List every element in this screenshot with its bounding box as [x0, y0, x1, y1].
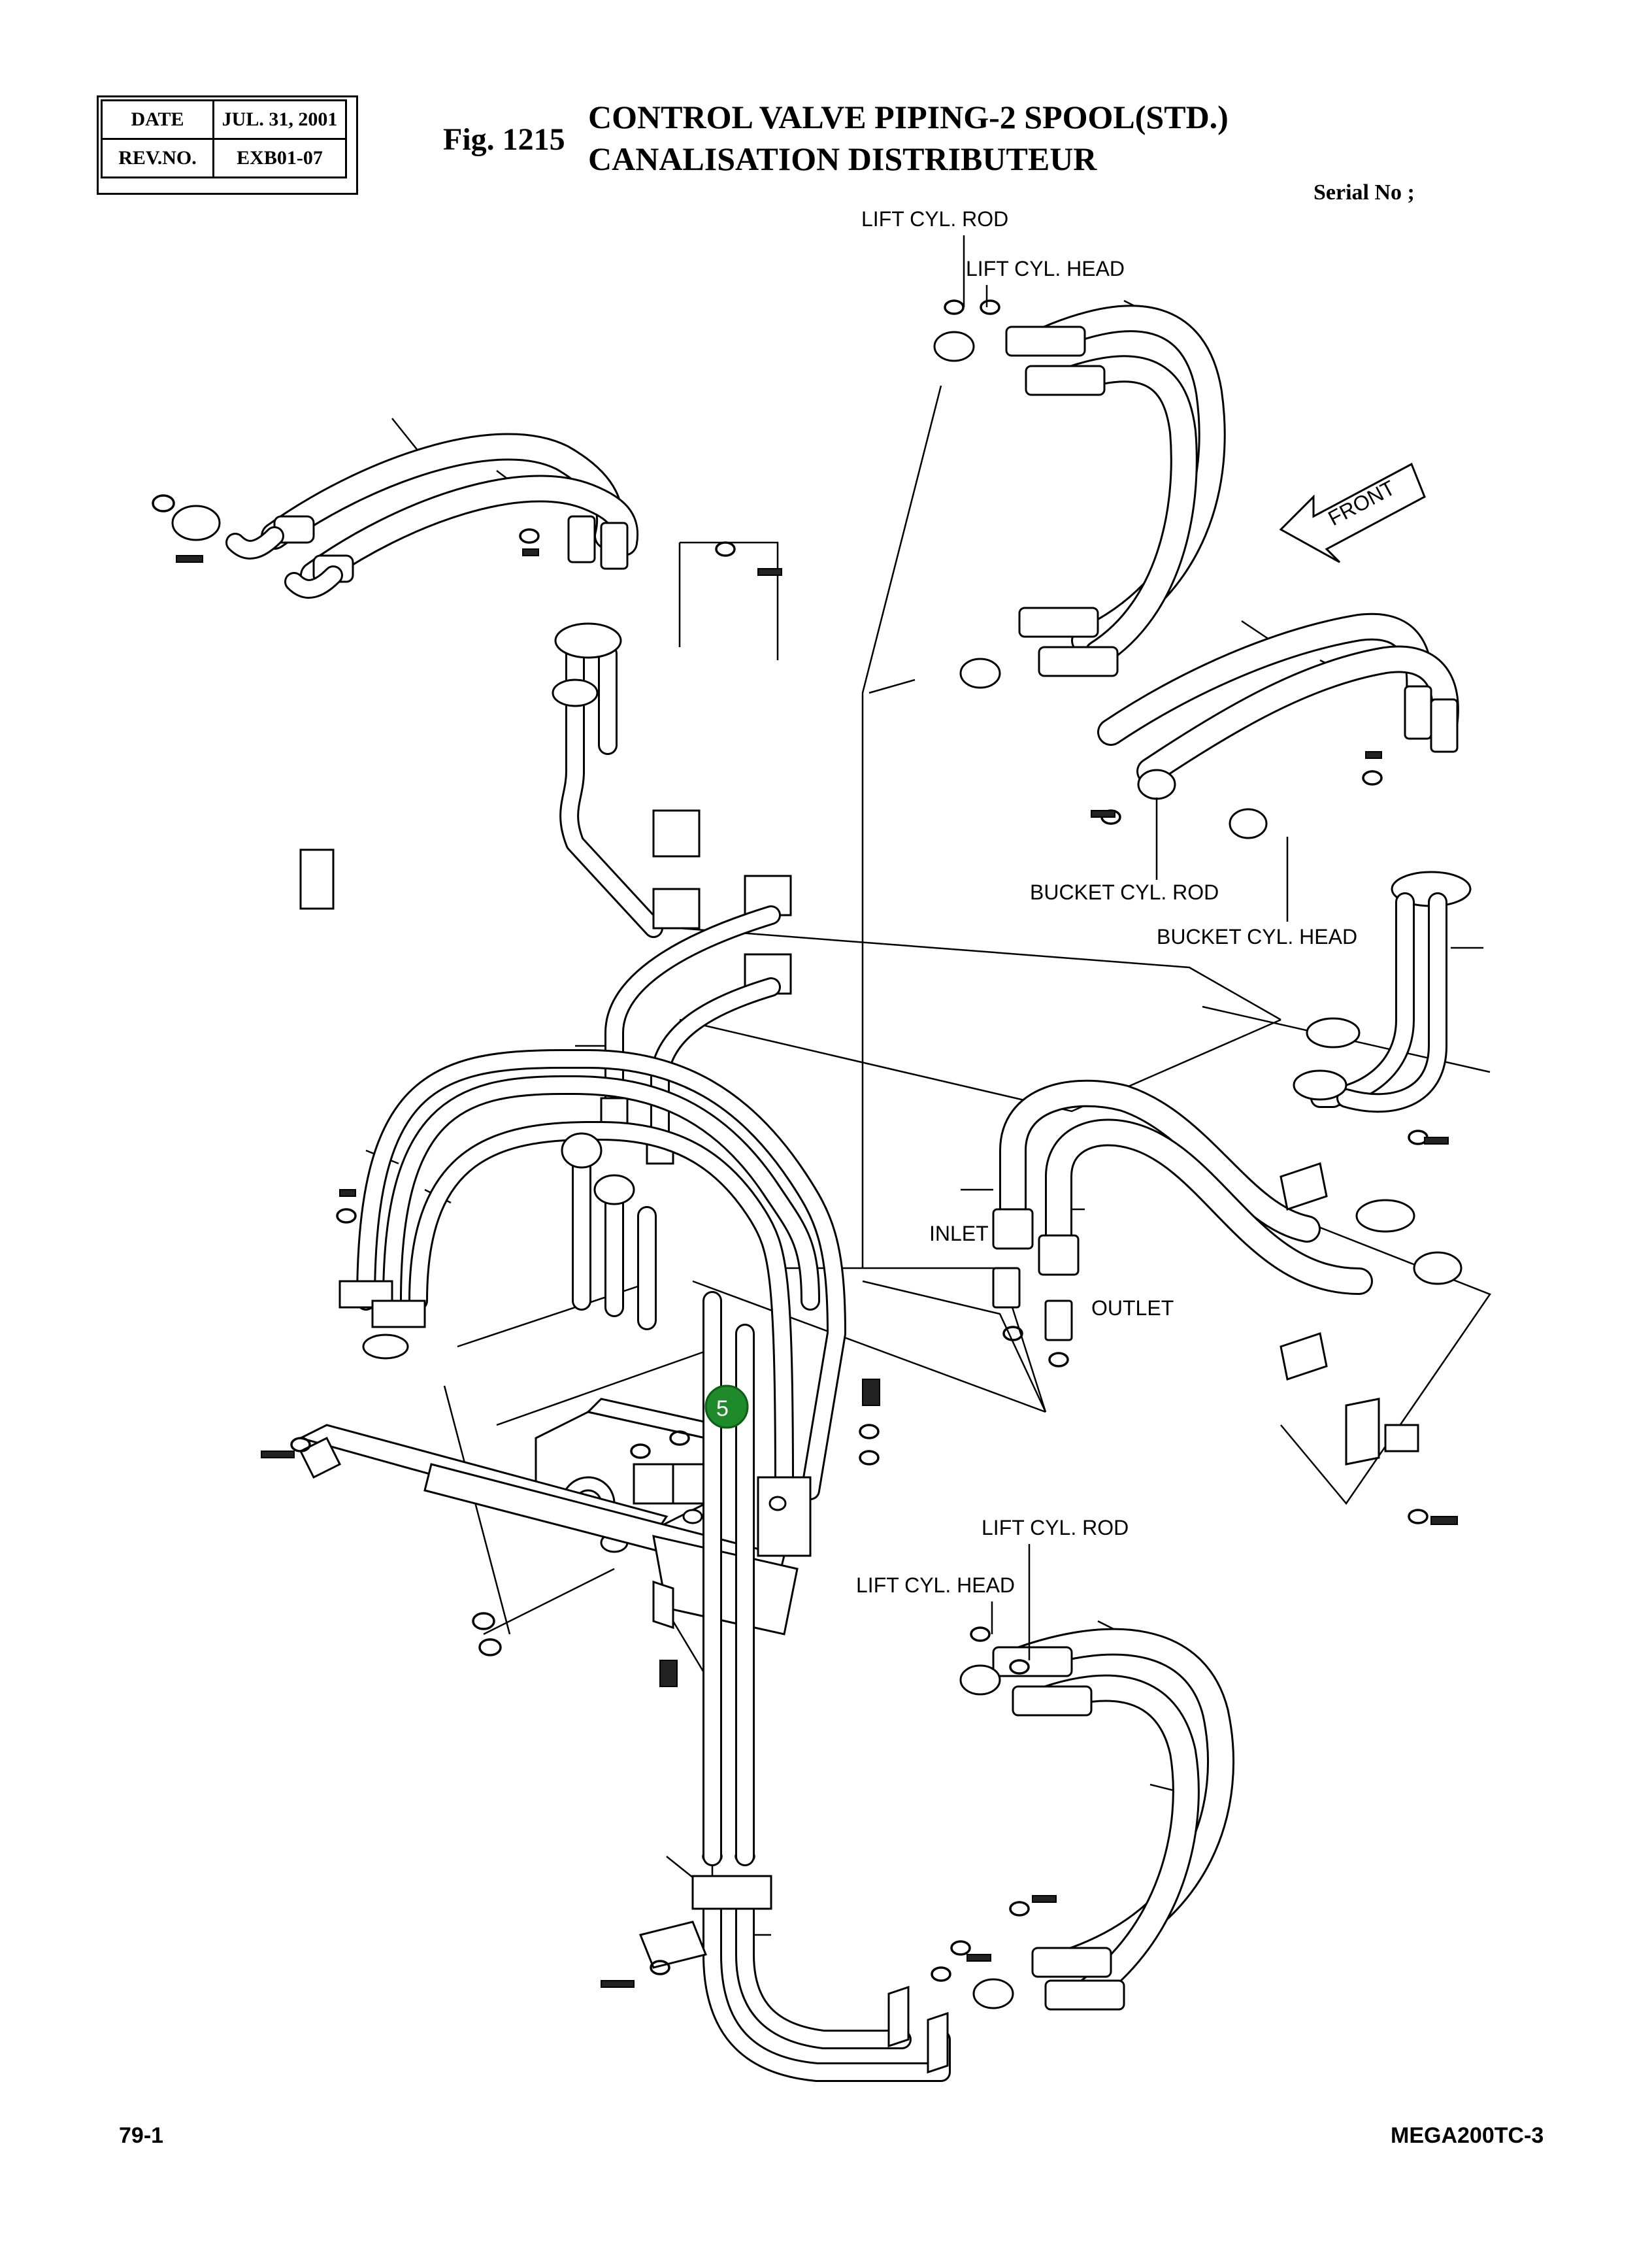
- label-inlet: INLET: [929, 1222, 989, 1245]
- hose-top-right: [933, 299, 1226, 689]
- date-label: DATE: [101, 99, 214, 140]
- title-french: CANALISATION DISTRIBUTEUR: [588, 141, 1097, 177]
- model-name: MEGA200TC-3: [1391, 2123, 1544, 2148]
- base-frame: [297, 1424, 812, 1636]
- title-english: CONTROL VALVE PIPING-2 SPOOL(STD.): [588, 99, 1229, 135]
- label-bucket-cyl-head: BUCKET CYL. HEAD: [1157, 925, 1357, 948]
- label-bucket-cyl-rod: BUCKET CYL. ROD: [1030, 881, 1219, 904]
- hose-top-left: [152, 433, 639, 599]
- hose-bottom: [638, 1291, 1235, 2082]
- revision-table: DATE JUL. 31, 2001 REV.NO. EXB01-07: [101, 99, 347, 178]
- rev-value: EXB01-07: [212, 138, 347, 178]
- callout-circle: [704, 1384, 749, 1429]
- label-lift-cyl-rod-top: LIFT CYL. ROD: [861, 207, 1008, 231]
- revision-box: [97, 95, 358, 195]
- label-lift-cyl-head-bottom: LIFT CYL. HEAD: [856, 1573, 1015, 1597]
- front-arrow: FRONT: [1279, 462, 1426, 563]
- label-lift-cyl-head-top: LIFT CYL. HEAD: [966, 257, 1125, 280]
- pipes-central: [339, 1049, 846, 1500]
- page-number: 79-1: [119, 2123, 164, 2148]
- label-lift-cyl-rod-bottom: LIFT CYL. ROD: [982, 1516, 1129, 1539]
- label-outlet: OUTLET: [1091, 1296, 1174, 1320]
- date-value: JUL. 31, 2001: [212, 99, 347, 140]
- figure-number: Fig. 1215: [443, 122, 565, 157]
- rev-label: REV.NO.: [101, 138, 214, 178]
- callout-5: 5: [704, 1384, 749, 1429]
- fasteners: [261, 528, 1458, 1988]
- callout-number: 5: [716, 1396, 729, 1421]
- serial-number-label: Serial No ;: [1313, 180, 1415, 205]
- hose-bucket: [1097, 612, 1472, 1113]
- hose-inlet-outlet: [992, 1079, 1462, 1466]
- diagram-labels: LIFT CYL. ROD LIFT CYL. HEAD BUCKET CYL.…: [856, 207, 1357, 1660]
